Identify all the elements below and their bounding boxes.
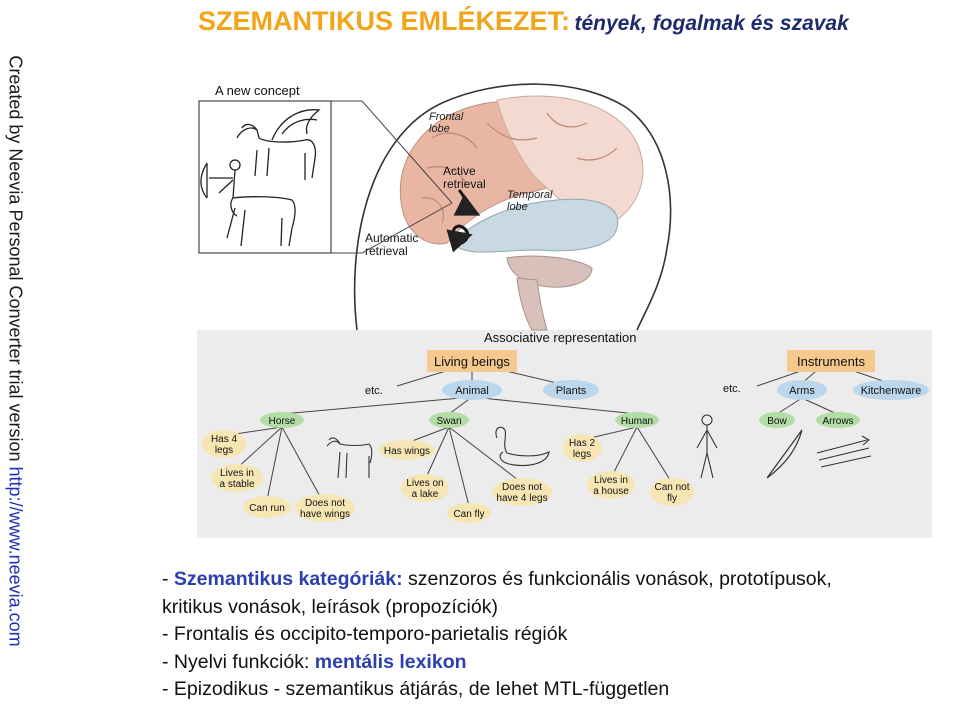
bullet-1-prefix: - <box>162 568 174 590</box>
human-sketch <box>696 414 718 479</box>
kitchenware-label: Kitchenware <box>861 385 922 397</box>
living-beings-label: Living beings <box>434 354 510 369</box>
bullet-1-continuation: kritikus vonások, leírások (propozíciók) <box>162 595 498 618</box>
bullet-3-prefix: - Nyelvi funkciók: <box>162 650 315 673</box>
associative-label: Associative representation <box>484 330 636 345</box>
human-label: Human <box>621 416 653 427</box>
plants-label: Plants <box>556 385 587 397</box>
lives-stable-label-2: a stable <box>219 479 254 490</box>
can-not-fly-label-2: fly <box>667 493 677 504</box>
can-not-fly-label-1: Can not <box>654 482 689 493</box>
watermark-link[interactable]: http://www.neevia.com <box>5 466 26 647</box>
automatic-retrieval-label-1: Automatic <box>365 231 418 245</box>
frontal-lobe-label-1: Frontal <box>429 111 464 123</box>
has-wings-label: Has wings <box>384 446 430 457</box>
can-fly-node <box>447 503 491 523</box>
page-title: SZEMANTIKUS EMLÉKEZET: tények, fogalmak … <box>198 6 849 37</box>
has2legs-node <box>562 434 602 462</box>
bullet-3-highlight: mentális lexikon <box>314 650 467 673</box>
title-main: SZEMANTIKUS EMLÉKEZET: <box>198 6 571 36</box>
connector-line <box>331 100 453 254</box>
animal-label: Animal <box>455 385 489 397</box>
active-retrieval-label-1: Active <box>443 164 476 178</box>
does-not-wings-node <box>295 494 355 522</box>
swan-node <box>429 412 469 428</box>
title-subtitle: tények, fogalmak és szavak <box>574 12 849 35</box>
lives-lake-node <box>401 474 449 502</box>
frontal-lobe-label-2: lobe <box>429 123 450 135</box>
has2legs-label-1: Has 2 <box>569 438 596 449</box>
has4legs-label-1: Has 4 <box>211 434 238 445</box>
arrows-node <box>816 412 860 428</box>
automatic-retrieval-label-2: retrieval <box>365 244 408 258</box>
etc-label-right: etc. <box>723 383 741 395</box>
automatic-retrieval-arrow <box>446 224 473 253</box>
instruments-label: Instruments <box>797 354 865 369</box>
does-not-wings-label-1: Does not <box>305 498 345 509</box>
bullet-4: - Epizodikus - szemantikus átjárás, de l… <box>162 678 670 700</box>
human-node <box>615 412 659 428</box>
instruments-box <box>787 350 875 372</box>
can-run-node <box>243 496 291 518</box>
watermark-label: Created by Neevia Personal Converter tri… <box>5 55 26 467</box>
bullet-3: - Nyelvi funkciók: mentális lexikon <box>162 649 952 677</box>
can-run-label: Can run <box>249 503 285 514</box>
arrows-label: Arrows <box>822 416 853 427</box>
new-concept-box <box>198 100 332 254</box>
temporal-lobe-label-1: Temporal <box>507 189 553 201</box>
bullet-2: - Frontalis és occipito-temporo-parietal… <box>162 623 568 645</box>
lives-lake-label-2: a lake <box>412 489 439 500</box>
can-not-fly-node <box>650 478 694 506</box>
bullet-1-rest: szenzoros és funkcionális vonások, proto… <box>402 568 832 590</box>
does-not-4legs-label-1: Does not <box>502 482 542 493</box>
centaur-sketch <box>200 159 296 247</box>
can-fly-label: Can fly <box>453 509 484 520</box>
arms-label: Arms <box>789 385 815 397</box>
pegasus-sketch <box>236 109 321 180</box>
swan-label: Swan <box>436 416 461 427</box>
semantic-memory-figure: Frontal lobe Active retrieval Temporal l… <box>197 83 932 538</box>
active-retrieval-arrow <box>453 188 481 216</box>
bullet-1-highlight: Szemantikus kategóriák: <box>173 568 403 590</box>
lives-house-label-2: a house <box>593 486 629 497</box>
horse-sketch <box>326 437 373 479</box>
head-outline <box>353 83 672 331</box>
animal-node <box>442 380 502 400</box>
brain-illustration <box>399 95 644 331</box>
has4legs-node <box>202 430 246 458</box>
horse-label: Horse <box>269 416 296 427</box>
etc-label-left: etc. <box>365 385 383 397</box>
lives-house-label-1: Lives in <box>594 475 628 486</box>
lives-stable-label-1: Lives in <box>220 468 254 479</box>
has4legs-label-2: legs <box>215 445 233 456</box>
arms-node <box>777 380 827 400</box>
active-retrieval-label-2: retrieval <box>443 177 486 191</box>
does-not-4legs-label-2: have 4 legs <box>496 493 547 504</box>
watermark: Created by Neevia Personal Converter tri… <box>2 0 28 703</box>
has2legs-label-2: legs <box>573 449 591 460</box>
arrows-sketch <box>816 435 872 468</box>
temporal-lobe-label-2: lobe <box>507 201 528 213</box>
lives-lake-label-1: Lives on <box>406 478 443 489</box>
does-not-wings-label-2: have wings <box>300 509 350 520</box>
new-concept-label: A new concept <box>215 83 300 98</box>
bow-sketch <box>766 429 803 479</box>
swan-sketch <box>495 426 550 467</box>
does-not-4legs-node <box>492 478 552 506</box>
lives-house-node <box>587 471 635 499</box>
bullet-1: - Szemantikus kategóriák: szenzoros és f… <box>162 566 952 594</box>
bow-label: Bow <box>767 416 787 427</box>
kitchenware-node <box>853 380 929 400</box>
horse-node <box>260 412 304 428</box>
lives-stable-node <box>211 464 263 492</box>
bow-node <box>759 412 795 428</box>
has-wings-node <box>379 440 435 460</box>
plants-node <box>543 380 599 400</box>
bullet-list: - Szemantikus kategóriák: szenzoros és f… <box>162 566 952 704</box>
watermark-text: Created by Neevia Personal Converter tri… <box>5 55 26 646</box>
living-beings-box <box>427 350 517 372</box>
